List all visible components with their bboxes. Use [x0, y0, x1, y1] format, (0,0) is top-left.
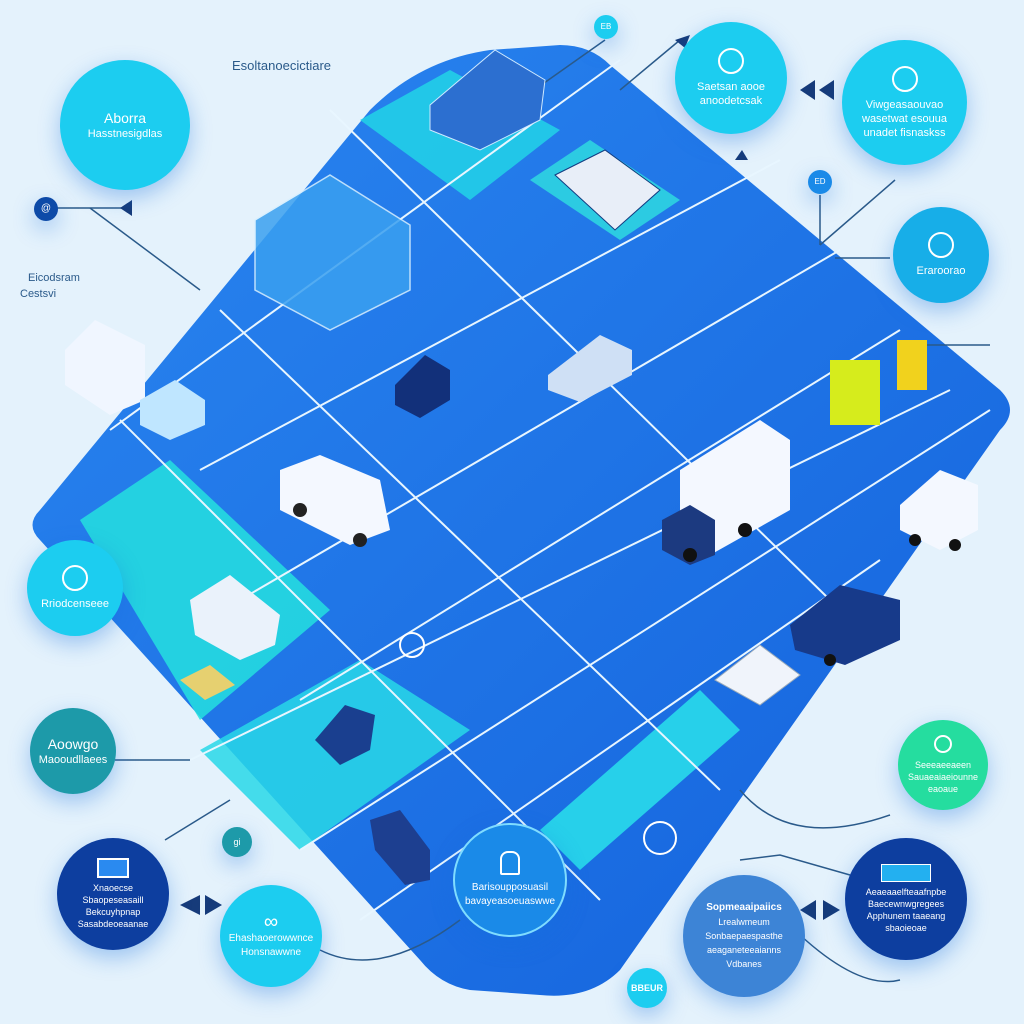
node-text: Rriodcenseee — [41, 598, 109, 610]
node-text: unadet fisnaskss — [863, 126, 946, 139]
node-text: Viwgeasaouvao — [865, 98, 944, 111]
circle-icon — [934, 735, 952, 753]
node-text: bavayeasoeuaswwe — [464, 896, 556, 907]
badge-bottom-left[interactable]: gi — [222, 827, 252, 857]
van-icon — [900, 470, 978, 551]
node-text: Honsnawwne — [240, 947, 302, 958]
connector-lines — [57, 39, 990, 983]
node-text: Maooudllaees — [38, 754, 108, 766]
node-right[interactable]: Eraroorao — [893, 207, 989, 303]
node-text: eaoaue — [927, 784, 959, 794]
panel-icon — [714, 644, 801, 706]
node-text: Apphunem taaeang — [866, 911, 946, 921]
node-bottom-left-dark[interactable]: Xnaoecse Sbaopeseasaill Bekcuyhpnap Sasa… — [57, 838, 169, 950]
badge-text: EB — [600, 22, 612, 31]
vehicles — [65, 49, 978, 885]
car-icon — [790, 585, 900, 666]
infinity-icon: ∞ — [263, 911, 279, 933]
node-top-center[interactable]: Saetsan aooe anoodetcsak — [675, 22, 787, 134]
lock-icon — [500, 851, 520, 875]
shuttle-icon — [140, 380, 205, 440]
crate-icon — [830, 340, 927, 425]
truck-icon — [662, 420, 790, 565]
badge-left[interactable]: @ — [34, 197, 58, 221]
node-text: Seeeaeeaeen — [914, 760, 972, 770]
node-text: Vdbanes — [726, 959, 762, 969]
badge-text: gi — [233, 837, 241, 847]
node-text: Baecewnwgregees — [867, 899, 945, 909]
node-top-right[interactable]: Viwgeasaouvao wasetwat esouua unadet fis… — [842, 40, 967, 165]
node-bottom-center[interactable]: Barisoupposuasil bavayeasoeuaswwe — [453, 823, 567, 937]
container-icon — [548, 335, 632, 402]
chip-icon — [180, 665, 235, 700]
side-label-1: Eicodsram — [28, 272, 80, 284]
badge-text: BBEUR — [630, 983, 663, 993]
badge-right[interactable]: ED — [808, 170, 832, 194]
ring-marker — [643, 821, 677, 855]
side-label-2: Cestsvi — [20, 288, 57, 300]
node-text: Barisoupposuasil — [471, 882, 549, 893]
small-bus-icon — [315, 705, 375, 765]
screen-icon — [881, 864, 931, 882]
node-top-left[interactable]: Aborra Hasstnesigdlas — [60, 60, 190, 190]
node-bottom-left-cyan[interactable]: ∞ Ehashaoerowwnce Honsnawwne — [220, 885, 322, 987]
building-icon — [429, 49, 546, 151]
node-text: Ehashaoerowwnce — [228, 933, 314, 944]
node-left-mid[interactable]: Rriodcenseee — [27, 540, 123, 636]
node-text: Sauaeaiaeiounne — [907, 772, 979, 782]
teal-zone-left — [80, 460, 330, 720]
node-text: Xnaoecse — [92, 883, 134, 893]
gauge-icon — [718, 48, 744, 74]
pickup-icon — [280, 455, 390, 547]
badge-text: @ — [40, 203, 52, 214]
node-bottom-right-mid[interactable]: Sopmeaaipaiics Lrealwmeum Sonbaepaespast… — [683, 875, 805, 997]
node-text: anoodetcsak — [699, 95, 763, 107]
node-text: Sasabdeoeaanae — [77, 919, 149, 929]
node-text: Bekcuyhpnap — [85, 907, 141, 917]
node-title: Aoowgo — [47, 736, 99, 752]
node-text: Sbaopeseasaill — [82, 895, 144, 905]
screen-icon — [97, 858, 129, 878]
circle-icon — [62, 565, 88, 591]
node-text: Aeaeaaelfteaafnpbe — [865, 887, 947, 897]
cart-icon — [370, 810, 430, 885]
node-text: Lrealwmeum — [718, 917, 770, 927]
node-text: Hasstnesigdlas — [87, 128, 163, 140]
lane-lines — [109, 59, 991, 921]
small-truck-icon — [395, 355, 450, 418]
diagram-title: Esoltanoecictiare — [232, 58, 331, 73]
node-text: Sonbaepaespasthe — [705, 931, 783, 941]
node-text: Saetsan aooe — [697, 81, 765, 93]
node-right-low[interactable]: Seeeaeeaeen Sauaeaiaeiounne eaoaue — [898, 720, 988, 810]
node-title: Aborra — [103, 110, 147, 126]
ring-marker — [399, 632, 425, 658]
teal-banner — [540, 690, 740, 870]
badge-top[interactable]: EB — [594, 15, 618, 39]
solar-panel-icon — [554, 149, 661, 231]
globe-icon — [928, 232, 954, 258]
node-bottom-right-dark[interactable]: Aeaeaaelfteaafnpbe Baecewnwgregees Apphu… — [845, 838, 967, 960]
bus-icon — [65, 320, 145, 415]
badge-bottom[interactable]: BBEUR — [627, 968, 667, 1008]
node-text: Sopmeaaipaiics — [706, 902, 782, 913]
node-text: aeaganeteeaianns — [706, 945, 782, 955]
warehouse-icon — [254, 174, 411, 331]
server-box-icon — [190, 575, 280, 660]
dome-icon — [891, 65, 918, 92]
node-left-low[interactable]: Aoowgo Maooudllaees — [30, 708, 116, 794]
node-text: wasetwat esouua — [862, 112, 947, 125]
node-text: Eraroorao — [916, 265, 966, 277]
node-text: sbaoieoae — [885, 923, 927, 933]
badge-text: ED — [814, 177, 826, 186]
arrow-markers — [120, 35, 840, 920]
